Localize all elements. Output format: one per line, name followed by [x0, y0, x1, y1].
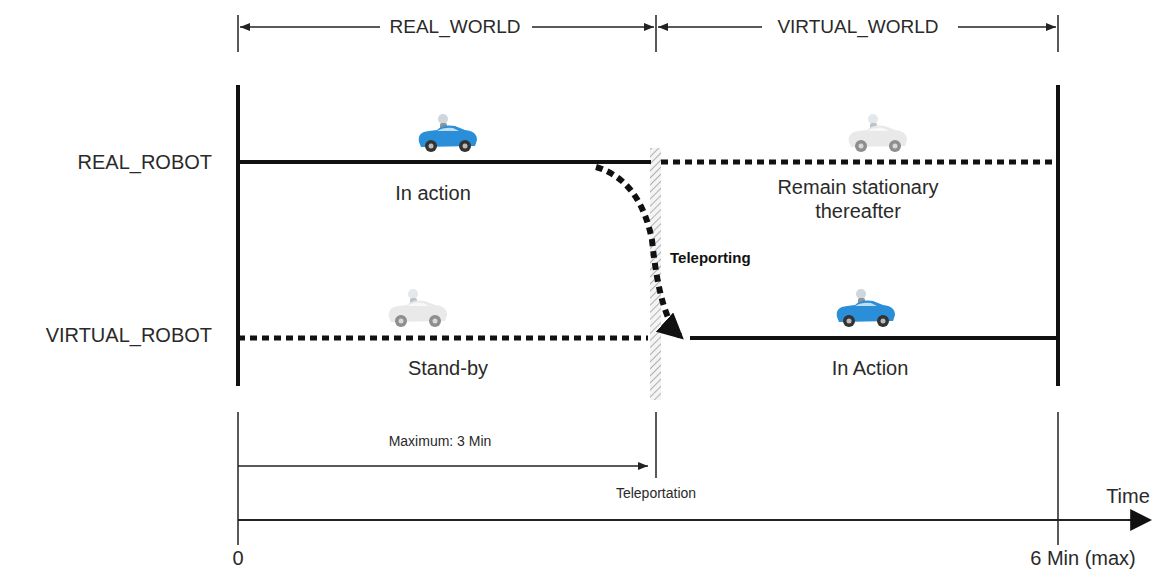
teleport-arrow — [596, 167, 680, 336]
idle-car — [849, 114, 907, 152]
state-label: In action — [393, 181, 473, 205]
transition-label: Teleporting — [668, 249, 753, 267]
world-brackets — [238, 15, 1058, 52]
world-heading: VIRTUAL_WORLD — [775, 16, 940, 39]
time-axis — [238, 412, 1150, 545]
state-label: Stand-by — [406, 356, 490, 380]
robot-tracks — [238, 162, 1058, 338]
teleport-band — [650, 148, 661, 400]
axis-tick: 0 — [230, 546, 245, 570]
idle-car — [389, 289, 447, 327]
axis-tick: 6 Min (max) — [1028, 546, 1138, 570]
state-label: In Action — [830, 356, 911, 380]
world-heading: REAL_WORLD — [388, 16, 523, 39]
axis-title: Time — [1104, 484, 1152, 508]
event-label: Teleportation — [614, 485, 698, 502]
robot-name: VIRTUAL_ROBOT — [44, 323, 214, 347]
frame-bars — [238, 85, 1058, 386]
robot-name: REAL_ROBOT — [76, 150, 214, 174]
duration-label: Maximum: 3 Min — [387, 433, 494, 450]
active-car — [837, 289, 895, 327]
state-label: Remain stationary thereafter — [746, 175, 970, 223]
active-car — [419, 114, 477, 152]
